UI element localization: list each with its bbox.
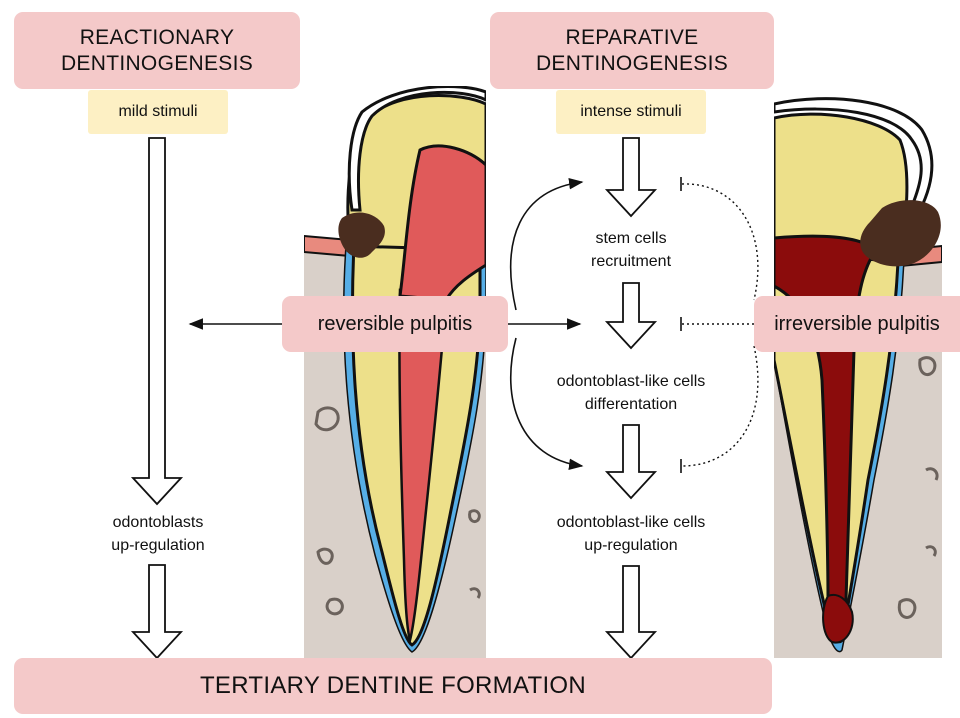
odontoblast-like-upregulation-label: odontoblast-like cells up-regulation	[516, 511, 746, 557]
arrow-stimuli-to-recruitment	[607, 138, 655, 216]
arrow-recruitment-to-differentiation	[607, 283, 655, 348]
tooth-illustration-irreversible	[774, 99, 942, 660]
tooth-illustration-reversible	[304, 87, 486, 660]
reversible-pulpitis-box: reversible pulpitis	[282, 296, 508, 352]
odontoblast-differentiation-label: odontoblast-like cells differentation	[516, 370, 746, 416]
tertiary-dentine-formation-banner: TERTIARY DENTINE FORMATION	[14, 658, 772, 714]
odontoblasts-upregulation-label: odontoblasts up-regulation	[60, 511, 256, 557]
arrow-upregulation-to-formation	[607, 566, 655, 658]
irreversible-pulpitis-box: irreversible pulpitis	[754, 296, 960, 352]
reparative-dentinogenesis-header: REPARATIVE DENTINOGENESIS	[490, 12, 774, 89]
arrow-upregulation-to-formation	[133, 565, 181, 658]
arrow-differentiation-to-upregulation	[607, 425, 655, 498]
reactionary-dentinogenesis-header: REACTIONARY DENTINOGENESIS	[14, 12, 300, 89]
mild-stimuli-label: mild stimuli	[88, 90, 228, 134]
intense-stimuli-label: intense stimuli	[556, 90, 706, 134]
stem-cells-recruitment-label: stem cells recruitment	[536, 227, 726, 273]
arrow-mild-to-upregulation	[133, 138, 181, 504]
